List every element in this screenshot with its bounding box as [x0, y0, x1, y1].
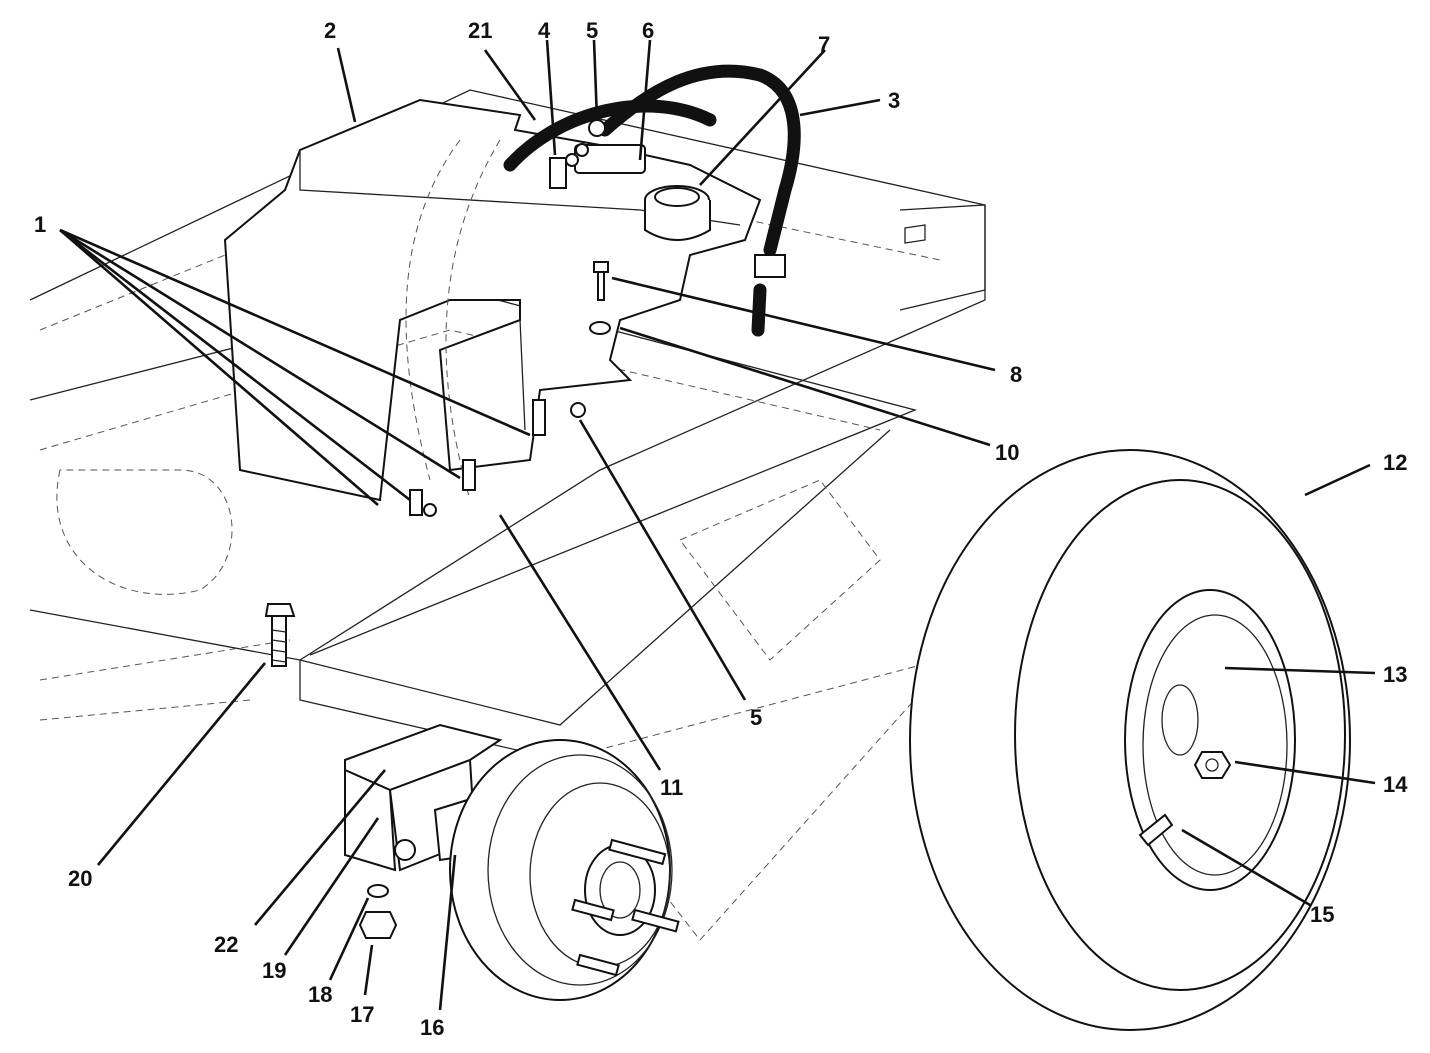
hose-clamp-top — [588, 119, 606, 137]
lug-nut-center — [1205, 758, 1219, 772]
callout-labels: 1 2 3 4 5 5 6 7 8 10 11 12 13 14 15 16 1… — [34, 18, 1408, 1040]
callout-2: 2 — [324, 18, 336, 43]
callout-7: 7 — [818, 32, 830, 57]
callout-16: 16 — [420, 1015, 444, 1040]
tank-washer — [589, 321, 611, 335]
axle-washer — [367, 884, 389, 898]
wheel-tire — [909, 449, 1351, 1031]
fuel-fitting — [549, 143, 589, 189]
callout-3: 3 — [888, 88, 900, 113]
axle-nut — [358, 911, 398, 939]
lower-fittings — [409, 399, 586, 517]
fuel-tank — [223, 98, 762, 502]
callout-11: 11 — [660, 775, 683, 800]
callout-4: 4 — [538, 18, 551, 43]
callout-20: 20 — [68, 866, 92, 891]
callout-21: 21 — [468, 18, 492, 43]
brake-drum-hub — [449, 739, 680, 1001]
callout-14: 14 — [1383, 772, 1408, 797]
callout-1: 1 — [34, 212, 46, 237]
callout-8: 8 — [1010, 362, 1022, 387]
callout-15: 15 — [1310, 902, 1334, 927]
callout-5-top: 5 — [586, 18, 598, 43]
fuel-cap — [644, 185, 711, 241]
valve-stem — [1138, 813, 1174, 847]
callout-6: 6 — [642, 18, 654, 43]
axle-bolt — [264, 603, 296, 667]
callout-18: 18 — [308, 982, 332, 1007]
callout-10: 10 — [995, 440, 1019, 465]
callout-17: 17 — [350, 1002, 374, 1027]
callout-5-bottom: 5 — [750, 705, 762, 730]
leader-lines — [59, 39, 1376, 1011]
tank-bolt — [593, 261, 609, 301]
callout-12: 12 — [1383, 450, 1407, 475]
callout-19: 19 — [262, 958, 286, 983]
callout-22: 22 — [214, 932, 238, 957]
fuel-hose — [503, 64, 801, 337]
callout-13: 13 — [1383, 662, 1407, 687]
lug-nut — [1193, 751, 1232, 779]
